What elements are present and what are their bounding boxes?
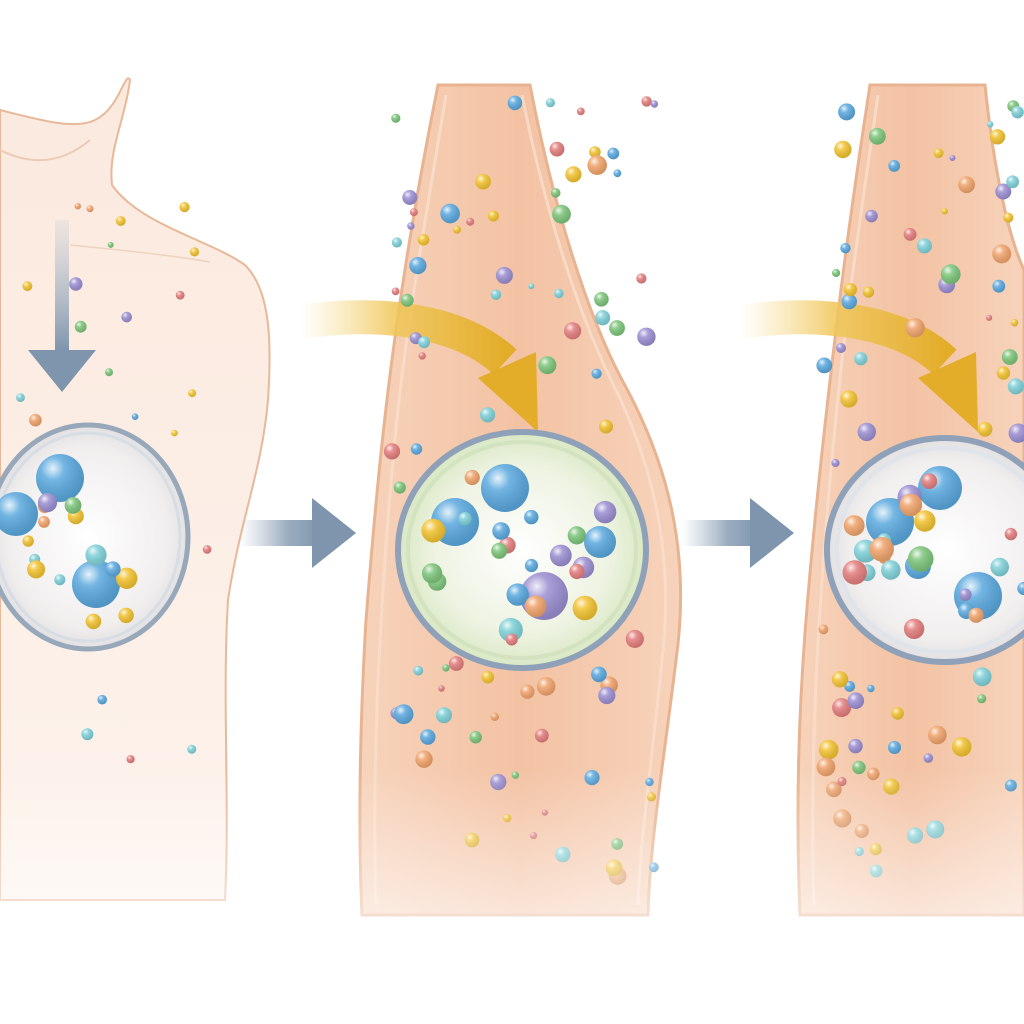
illustration-canvas bbox=[0, 0, 1024, 1024]
diffusion-illustration bbox=[0, 0, 1024, 1024]
bottom-fade bbox=[0, 0, 1024, 1024]
